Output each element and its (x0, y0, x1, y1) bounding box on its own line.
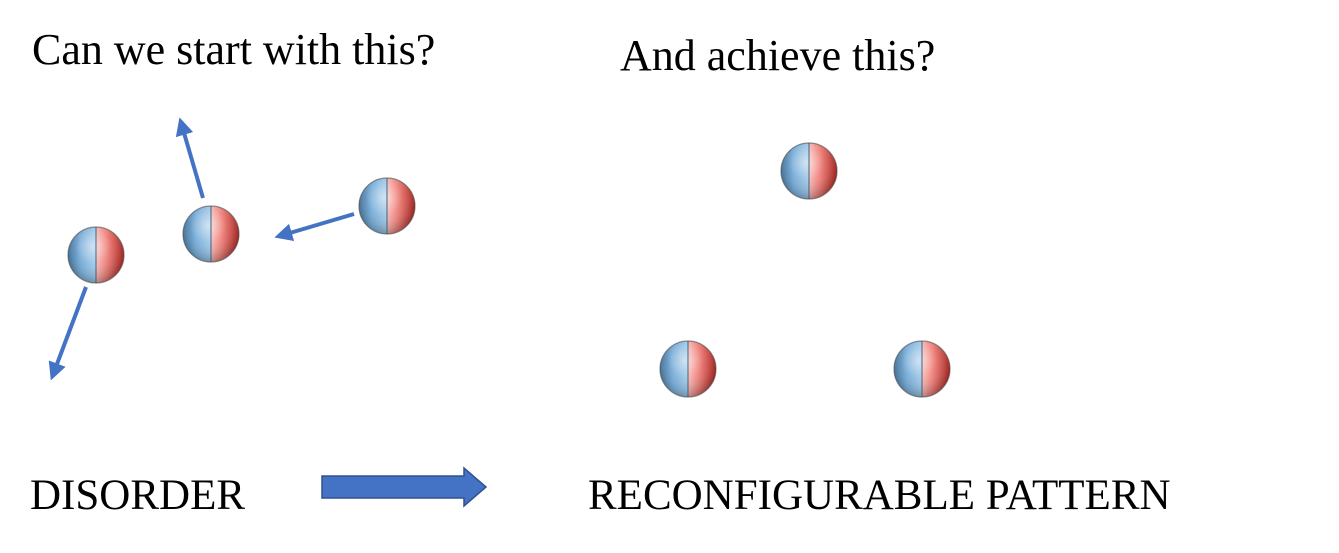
janus-particle-pattern-left (659, 340, 717, 398)
janus-particle-left-2 (182, 205, 240, 263)
velocity-arrow-1 (48, 286, 88, 381)
transition-arrow (321, 466, 488, 508)
janus-particle-left-3 (358, 177, 416, 235)
question-start: Can we start with this? (32, 25, 436, 74)
label-reconfigurable-pattern: RECONFIGURABLE PATTERN (588, 472, 1171, 519)
janus-particle-pattern-right (893, 340, 951, 398)
janus-particle-pattern-top (780, 142, 838, 200)
janus-particle-left-1 (67, 226, 125, 284)
velocity-arrow-2 (175, 117, 205, 199)
velocity-arrow-3 (274, 212, 355, 242)
question-achieve: And achieve this? (620, 31, 936, 80)
label-disorder: DISORDER (30, 472, 246, 519)
